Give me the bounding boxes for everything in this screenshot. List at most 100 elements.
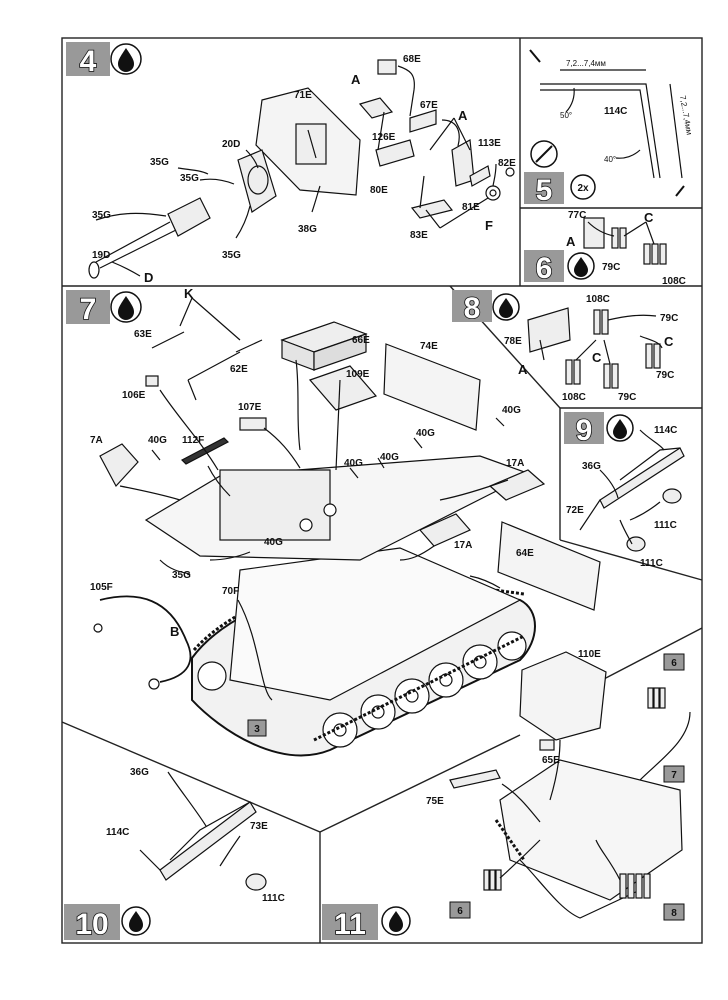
part-35G: 35G [150, 157, 169, 168]
part-78E: 78E [504, 336, 522, 347]
part-113E: 113E [478, 138, 501, 149]
part-63E: 63E [134, 329, 152, 340]
part-35G: 35G [172, 570, 191, 581]
step-11-drawing [449, 651, 691, 919]
step-4-number: 4 [80, 45, 97, 78]
part-35G: 35G [222, 250, 241, 261]
ref-B: B [170, 624, 179, 639]
step-7-labels: K 63E 66E 74E 62E 109E 106E 107E 40G 7A … [90, 286, 534, 737]
part-40G: 40G [148, 435, 167, 446]
step-8-number: 8 [464, 292, 481, 325]
part-36G: 36G [130, 767, 149, 778]
step-11-labels: 110E 6 65E 7 75E 6 8 [426, 649, 685, 921]
ref-F: F [485, 218, 493, 233]
step-10-drawing [139, 771, 267, 891]
part-17A: 17A [506, 458, 524, 469]
ref-A: A [351, 72, 361, 87]
part-109E: 109E [346, 369, 370, 380]
dimension-length: 7,2...7,4мм [678, 95, 694, 136]
step-7-badge: 7 [66, 290, 142, 327]
part-112F: 112F [182, 435, 204, 446]
part-105F: 105F [90, 582, 113, 593]
part-82E: 82E [498, 158, 516, 169]
step-8-labels: 108C 79C 78E C C A 79C 108C 79C [504, 294, 678, 403]
step-6-badge: 6 [524, 250, 595, 286]
step-10-labels: 36G 114C 73E 111C [106, 767, 285, 904]
step-10-number: 10 [75, 908, 108, 941]
part-114C: 114C [604, 106, 627, 117]
dimension-length: 7,2...7,4мм [566, 59, 606, 68]
repeat-count: 2x [577, 183, 589, 194]
step-6-number: 6 [536, 252, 553, 285]
part-64E: 64E [516, 548, 534, 559]
part-111C: 111C [654, 520, 677, 531]
part-107E: 107E [238, 402, 262, 413]
part-111C: 111C [640, 558, 663, 569]
step-7-drawing [93, 297, 601, 757]
step-6-labels: 77C C A 79C 108C [566, 210, 686, 287]
glue-drop-icon [389, 911, 403, 932]
ref-C: C [664, 334, 674, 349]
part-36G: 36G [582, 461, 601, 472]
ref-K: K [184, 286, 194, 301]
glue-drop-icon [129, 911, 143, 932]
part-68E: 68E [403, 54, 421, 65]
step-ref-6: 6 [457, 906, 463, 917]
part-108C: 108C [662, 276, 686, 287]
ref-A: A [458, 108, 468, 123]
part-126E: 126E [372, 132, 396, 143]
part-73E: 73E [250, 821, 268, 832]
ref-D: D [144, 270, 153, 285]
step-4-badge: 4 [66, 42, 142, 79]
part-81E: 81E [462, 202, 480, 213]
step-ref-7: 7 [671, 770, 677, 781]
step-6-drawing [583, 217, 667, 265]
part-62E: 62E [230, 364, 248, 375]
part-72E: 72E [566, 505, 584, 516]
part-40G: 40G [416, 428, 435, 439]
ref-A: A [566, 234, 576, 249]
part-66E: 66E [352, 335, 370, 346]
step-4-drawing [88, 59, 515, 279]
part-40G: 40G [344, 458, 363, 469]
glue-drop-icon [499, 298, 513, 318]
step-9-badge: 9 [564, 412, 634, 448]
part-114C: 114C [654, 425, 677, 436]
step-4-labels: 68E A 71E 67E A 126E 113E 20D 35G 35G 82… [92, 54, 516, 285]
part-40G: 40G [502, 405, 521, 416]
part-19D: 19D [92, 250, 110, 261]
part-71E: 71E [294, 90, 312, 101]
part-65E: 65E [542, 755, 560, 766]
part-106E: 106E [122, 390, 146, 401]
ref-A: A [518, 362, 528, 377]
part-111C: 111C [262, 893, 285, 904]
angle-label: 40° [604, 155, 616, 164]
step-9-number: 9 [576, 414, 593, 447]
part-80E: 80E [370, 185, 388, 196]
part-67E: 67E [420, 100, 438, 111]
part-20D: 20D [222, 139, 240, 150]
step-ref-3: 3 [254, 724, 260, 735]
step-ref-6: 6 [671, 658, 677, 669]
step-10-badge: 10 [64, 904, 151, 942]
ref-C: C [592, 350, 602, 365]
part-79C: 79C [618, 392, 636, 403]
part-35G: 35G [92, 210, 111, 221]
part-7A: 7A [90, 435, 103, 446]
part-38G: 38G [298, 224, 317, 235]
part-77C: 77C [568, 210, 586, 221]
step-5-badge: 5 2x [524, 140, 596, 208]
glue-drop-icon [118, 48, 134, 72]
step-ref-8: 8 [671, 908, 677, 919]
step-5-number: 5 [536, 174, 553, 207]
cutter-icon [535, 145, 553, 163]
part-114C: 114C [106, 827, 129, 838]
part-35G: 35G [180, 173, 199, 184]
step-11-badge: 11 [322, 904, 411, 942]
part-83E: 83E [410, 230, 428, 241]
part-40G: 40G [264, 537, 283, 548]
part-108C: 108C [562, 392, 586, 403]
step-11-number: 11 [334, 908, 366, 941]
part-108C: 108C [586, 294, 610, 305]
